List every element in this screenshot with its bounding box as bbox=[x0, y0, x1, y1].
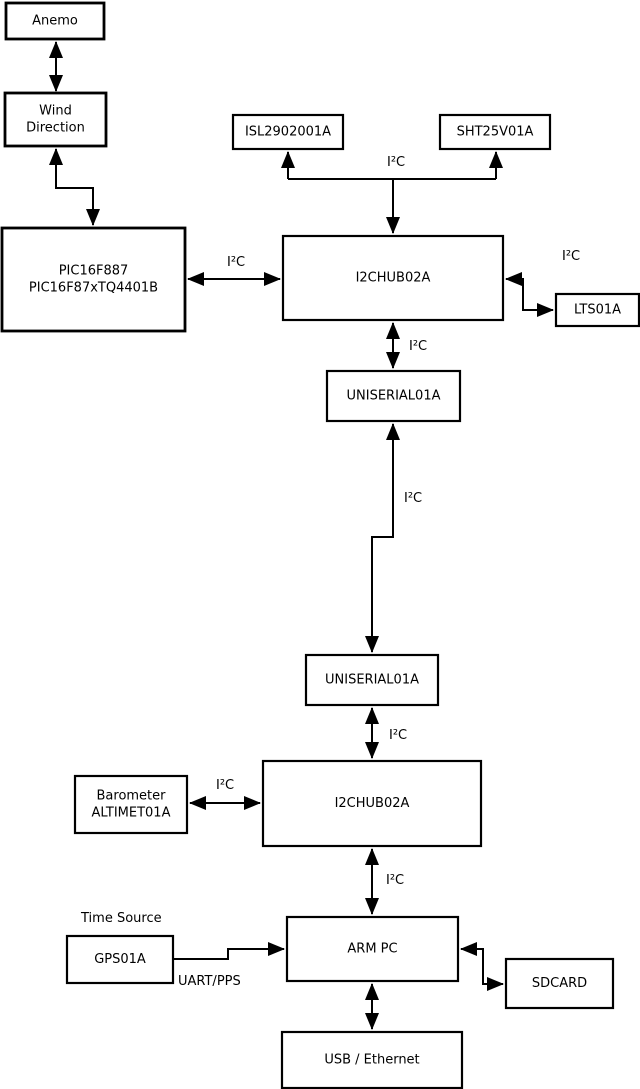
node-uniserial-bottom: UNISERIAL01A bbox=[304, 653, 440, 707]
node-barometer: Barometer ALTIMET01A bbox=[73, 774, 189, 835]
edge-label-i2c-long-link: I²C bbox=[404, 491, 422, 506]
node-pic-label-line2: PIC16F87xTQ4401B bbox=[29, 281, 158, 296]
node-pic: PIC16F887 PIC16F87xTQ4401B bbox=[0, 226, 187, 333]
node-usb-ethernet-box bbox=[280, 1030, 464, 1089]
node-sht: SHT25V01A bbox=[438, 113, 552, 151]
node-barometer-label-line1: Barometer bbox=[97, 789, 167, 804]
edges bbox=[49, 41, 554, 1030]
node-lts-label: LTS01A bbox=[574, 303, 621, 318]
node-usb-ethernet: USB / Ethernet bbox=[280, 1030, 464, 1089]
node-uniserial-bottom-label: UNISERIAL01A bbox=[325, 673, 419, 688]
node-anemo: Anemo bbox=[4, 1, 106, 41]
edge-label-i2c-barometer-hub2: I²C bbox=[216, 778, 234, 793]
node-uniserial-top-box bbox=[325, 369, 462, 423]
node-uniserial-top: UNISERIAL01A bbox=[325, 369, 462, 423]
node-i2chub-bottom: I2CHUB02A bbox=[261, 759, 483, 848]
edge-armpc-sdcard bbox=[460, 942, 504, 991]
node-i2chub-bottom-box bbox=[261, 759, 483, 848]
node-sdcard-box bbox=[504, 957, 615, 1010]
node-gps-label: GPS01A bbox=[94, 952, 146, 967]
node-gps: GPS01A bbox=[65, 934, 175, 985]
node-sht-box bbox=[438, 113, 552, 151]
node-sdcard-label: SDCARD bbox=[532, 976, 587, 991]
node-anemo-box bbox=[4, 1, 106, 41]
node-armpc: ARM PC bbox=[285, 915, 460, 983]
edge-wind-pic bbox=[49, 148, 100, 226]
node-pic-box bbox=[0, 226, 187, 333]
node-uniserial-bottom-box bbox=[304, 653, 440, 707]
node-sht-label: SHT25V01A bbox=[457, 125, 534, 140]
node-isl: ISL2902001A bbox=[231, 113, 345, 151]
edge-label-i2c-hub-lts: I²C bbox=[562, 249, 580, 264]
node-wind-direction-box bbox=[3, 91, 108, 148]
node-lts-box bbox=[554, 292, 640, 328]
node-wind-direction: Wind Direction bbox=[3, 91, 108, 148]
edge-labels: I²C I²C I²C I²C I²C I²C I²C I²C Time Sou… bbox=[80, 155, 580, 989]
node-gps-box bbox=[65, 934, 175, 985]
node-pic-label-line1: PIC16F887 bbox=[59, 264, 129, 279]
node-isl-label: ISL2902001A bbox=[245, 125, 331, 140]
edge-label-i2c-uniserial-hub2: I²C bbox=[389, 728, 407, 743]
edge-label-i2c-branch: I²C bbox=[387, 155, 405, 170]
node-usb-ethernet-label: USB / Ethernet bbox=[324, 1053, 419, 1068]
node-sdcard: SDCARD bbox=[504, 957, 615, 1010]
node-anemo-label: Anemo bbox=[32, 14, 78, 29]
node-i2chub-top: I2CHUB02A bbox=[281, 234, 505, 322]
edge-label-i2c-hub2-armpc: I²C bbox=[386, 873, 404, 888]
node-i2chub-bottom-label: I2CHUB02A bbox=[335, 796, 410, 811]
edge-label-uart-pps: UART/PPS bbox=[178, 974, 241, 989]
node-i2chub-top-label: I2CHUB02A bbox=[356, 271, 431, 286]
node-barometer-box bbox=[73, 774, 189, 835]
node-isl-box bbox=[231, 113, 345, 151]
edge-label-i2c-pic-hub: I²C bbox=[227, 255, 245, 270]
node-barometer-label-line2: ALTIMET01A bbox=[92, 806, 171, 821]
node-uniserial-top-label: UNISERIAL01A bbox=[347, 389, 441, 404]
node-wind-direction-label-line2: Direction bbox=[26, 121, 85, 136]
node-wind-direction-label-line1: Wind bbox=[39, 104, 72, 119]
edge-gps-armpc bbox=[173, 942, 285, 960]
node-armpc-label: ARM PC bbox=[347, 942, 397, 957]
node-lts: LTS01A bbox=[554, 292, 640, 328]
edge-uniserial-top-uniserial-bottom bbox=[365, 423, 400, 653]
edge-i2chub-top-lts bbox=[505, 272, 554, 317]
node-i2chub-top-box bbox=[281, 234, 505, 322]
node-armpc-box bbox=[285, 915, 460, 983]
edge-label-time-source: Time Source bbox=[80, 911, 162, 926]
edge-label-i2c-hub-uniserial: I²C bbox=[409, 339, 427, 354]
